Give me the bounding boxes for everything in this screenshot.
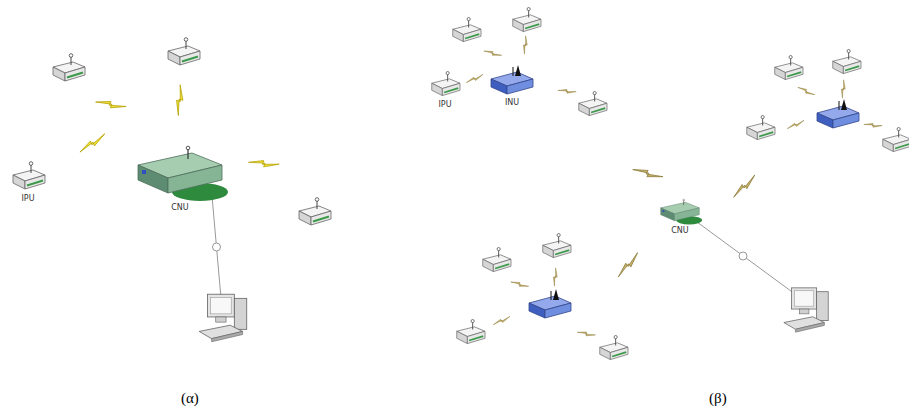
ipu-device [457, 320, 485, 344]
wireless-link [248, 154, 279, 173]
wireless-link [786, 120, 805, 128]
ipu-device [299, 198, 331, 225]
ipu-device: IPU [425, 70, 465, 110]
wire [697, 222, 795, 294]
wire [212, 196, 221, 298]
subfigure-label: (α) [181, 390, 199, 407]
wireless-link [798, 83, 815, 99]
ipu-device [453, 18, 481, 42]
computer [784, 288, 828, 332]
cnu-device: CNU [655, 198, 705, 236]
wireless-link [465, 74, 484, 82]
inu-device: INU [485, 64, 539, 108]
wireless-link [492, 316, 511, 324]
ipu-device [168, 38, 200, 65]
wireless-link [864, 119, 883, 130]
cnu-device-icon [130, 145, 230, 203]
cnu-device-icon [657, 198, 703, 226]
ipu-device [600, 336, 628, 360]
wireless-link [729, 175, 759, 198]
ipu-device-icon [427, 70, 463, 100]
device-label: CNU [128, 203, 232, 213]
wire-connector [213, 243, 221, 251]
wire-connector [739, 252, 747, 260]
wireless-link [558, 85, 577, 96]
ipu-device [513, 8, 541, 32]
wireless-link [77, 134, 108, 153]
device-label: IPU [425, 100, 465, 110]
wireless-link [519, 36, 530, 55]
device-label: INU [485, 98, 539, 108]
wireless-link [170, 84, 189, 115]
wireless-link [613, 252, 643, 277]
ipu-device: IPU [6, 160, 50, 204]
ipu-device [833, 50, 861, 74]
wireless-link [549, 268, 560, 287]
subfigure-label: (β) [709, 390, 727, 407]
inu-device-icon [487, 64, 537, 98]
wireless-link [837, 80, 848, 99]
device-label: CNU [655, 226, 705, 236]
inu-device [817, 99, 859, 128]
ipu-device [579, 92, 607, 116]
wireless-link [577, 327, 596, 340]
ipu-device [53, 54, 85, 81]
wireless-link [633, 162, 663, 185]
ipu-device [775, 56, 803, 80]
ipu-device [883, 128, 909, 152]
ipu-device [483, 248, 511, 272]
ipu-device [747, 116, 775, 140]
wireless-link [484, 46, 502, 60]
cnu-device: CNU [128, 145, 232, 213]
wireless-link [511, 277, 529, 291]
ipu-device-icon [8, 160, 48, 194]
wireless-link [95, 94, 126, 115]
ipu-device [543, 234, 571, 258]
device-label: IPU [6, 194, 50, 204]
computer [199, 294, 247, 342]
inu-device [529, 289, 571, 318]
